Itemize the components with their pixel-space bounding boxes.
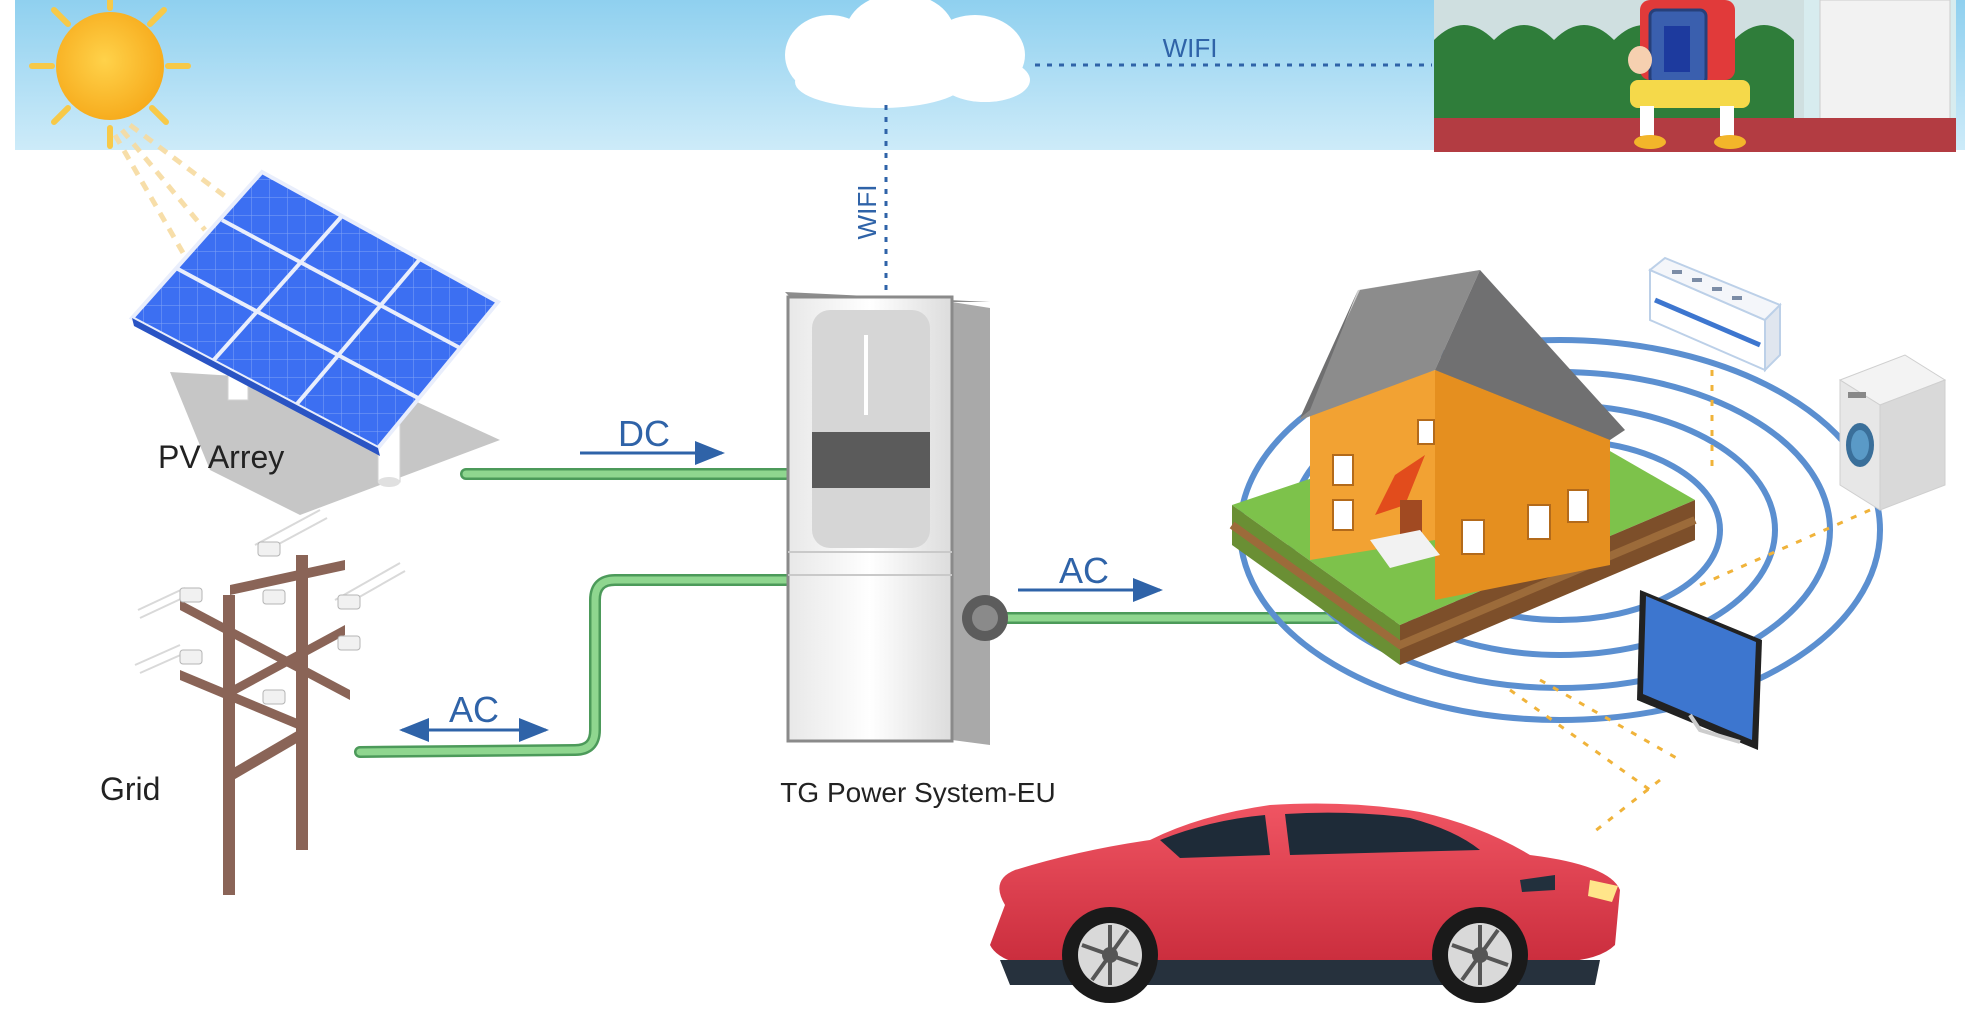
- house-icon: [1229, 270, 1697, 665]
- television-icon: [1637, 590, 1762, 750]
- wifi-label-horizontal: WIFI: [1163, 33, 1218, 63]
- grid-label: Grid: [100, 771, 160, 807]
- dc-label: DC: [618, 413, 670, 454]
- front-wheel: [1062, 907, 1158, 1003]
- system-label: TG Power System-EU: [780, 777, 1055, 808]
- person-with-tablet-icon: [1434, 0, 1956, 152]
- ac-house-label: AC: [1059, 550, 1109, 591]
- ac-grid-label: AC: [449, 689, 499, 730]
- pv-array-label: PV Arrey: [158, 439, 284, 475]
- utility-pole-icon: [134, 509, 406, 895]
- grid-ac-cable: [354, 574, 792, 758]
- sun-icon: [29, 0, 232, 267]
- washing-machine-icon: [1838, 354, 1947, 511]
- wifi-label-vertical: WIFI: [852, 185, 882, 240]
- electric-car-icon: [990, 803, 1620, 1003]
- inverter-cabinet-icon: [785, 292, 1008, 745]
- rear-wheel: [1432, 907, 1528, 1003]
- air-conditioner-icon: [1648, 256, 1782, 373]
- solar-panel-icon: [128, 169, 502, 515]
- cloud-icon: [785, 0, 1030, 108]
